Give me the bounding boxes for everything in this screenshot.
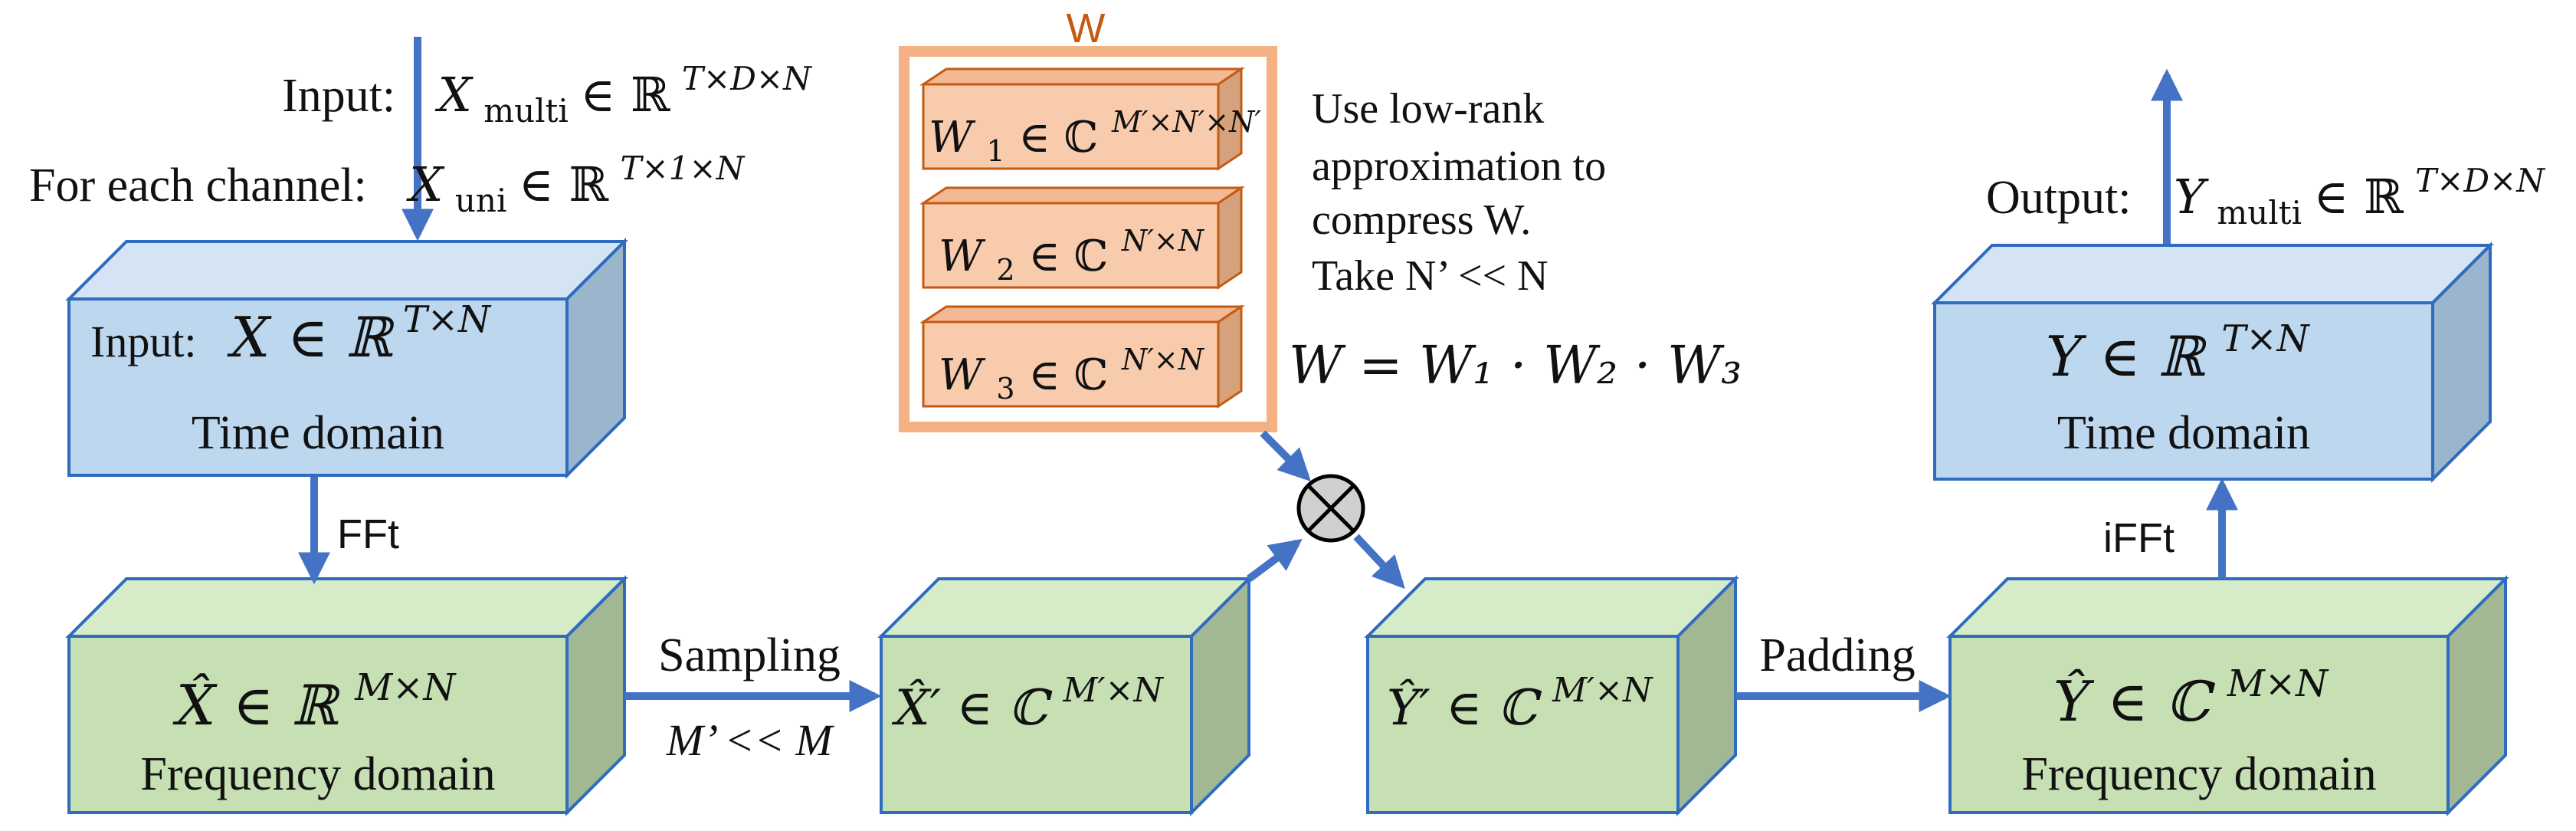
input-power: T×D×N [682,60,812,97]
ifft-label: iFFt [2103,515,2175,561]
box-top-face [1364,577,1739,638]
output-spectrum-small-box [1364,575,1739,816]
sampling-label: Sampling [658,629,841,682]
padding-label: Padding [1759,629,1915,682]
weight-product-equation: W = W₁ · W₂ · W₃ [1289,336,1742,396]
time-input-label: Input: [90,317,197,366]
weight-2-set: ∈ ℂ [1028,232,1108,281]
time-output-power: T×N [2221,317,2310,360]
weight-to-multiply-arrow [1260,430,1311,481]
freq-input-symbol: X̂ ∈ ℝ [172,672,340,737]
note-line-3: compress W. [1312,196,1531,244]
channel-subscript: uni [455,182,507,219]
sampled-spectrum-box [877,575,1253,816]
out-small-power: M′×N [1552,671,1653,710]
channel-set: ∈ ℝ [519,156,609,212]
out-small-equation: Ŷ′ ∈ ℂ M′×N [1387,671,1653,737]
time-output-equation: Y ∈ ℝ T×N [2046,317,2311,389]
box-front-face [1366,635,1680,814]
box-top-face [877,577,1253,638]
freq-input-domain: Frequency domain [140,748,495,800]
weight-3-sub: 3 [996,372,1014,406]
time-input-symbol: X ∈ ℝ [227,305,395,370]
box-front-face [880,635,1193,814]
input-set: ∈ ℝ [580,67,670,123]
multiply-operator [1296,474,1365,543]
freq-input-power: M×N [354,666,457,709]
time-input-domain: Time domain [192,407,444,459]
weight-1-power: M′×N′×N′ [1111,105,1261,139]
time-input-power: T×N [403,298,492,341]
channel-label: For each channel: [29,159,367,212]
weight-3-set: ∈ ℂ [1028,350,1108,400]
input-label: Input: [282,70,395,122]
weight-1-base: W [929,113,976,163]
box-front-face [1933,301,2434,481]
freq-output-power: M×N [2227,662,2329,705]
box-top-face [1931,244,2494,304]
weight-frame [899,46,1277,432]
output-line: Output: Y multi ∈ ℝ T×D×N [1986,162,2545,235]
box-top-face [65,577,628,638]
weight-2-base: W [939,232,986,281]
freq-input-equation: X̂ ∈ ℝ M×N [172,666,457,737]
low-rank-note: Use low-rank approximation to compress W… [1312,85,1617,300]
weight-3-equation: W 3 ∈ ℂ N′×N [939,343,1205,409]
weight-1-equation: W 1 ∈ ℂ M′×N′×N′ [929,105,1261,172]
output-symbol: Y [2174,169,2209,225]
channel-power: T×1×N [621,149,746,187]
box-top-face [65,240,628,301]
freq-output-symbol: Ŷ ∈ ℂ [2053,668,2216,734]
time-domain-input-box [65,238,628,479]
weight-block-3 [919,304,1245,409]
weight-1-sub: 1 [986,134,1005,168]
weight-block-2 [919,186,1245,290]
time-domain-output-box [1931,241,2494,483]
time-output-domain: Time domain [2057,407,2310,459]
weight-frame-title: W [1067,5,1106,51]
input-subscript: multi [483,92,569,130]
time-output-symbol: Y ∈ ℝ [2046,324,2207,389]
output-subscript: multi [2217,194,2302,232]
sampled-power: M′×N [1062,671,1164,710]
box-front-face [67,635,569,814]
frequency-domain-input-box [65,575,628,816]
weight-3-power: N′×N [1121,343,1205,376]
box-front-face [67,297,569,477]
input-line: Input: X multi ∈ ℝ T×D×N [282,60,812,133]
sample-to-multiply-arrow [1247,538,1303,583]
out-small-symbol: Ŷ′ ∈ ℂ [1387,678,1542,737]
sampled-symbol: X̂′ ∈ ℂ [891,679,1053,737]
weight-2-power: N′×N [1121,224,1205,258]
box-front-face [1948,635,2450,814]
multiply-to-output-arrow [1353,534,1405,590]
sampling-condition: M’ << M [666,715,834,765]
note-line-4: Take N’ << N [1312,252,1549,300]
channel-symbol: X [406,156,445,212]
box-top-face [1946,577,2509,638]
sampled-equation: X̂′ ∈ ℂ M′×N [891,671,1164,737]
output-label: Output: [1986,172,2131,224]
frequency-domain-output-box [1946,575,2509,816]
weight-2-equation: W 2 ∈ ℂ N′×N [939,224,1205,291]
weight-3-base: W [939,350,986,400]
freq-output-domain: Frequency domain [2021,748,2376,800]
weight-block-1 [919,67,1245,171]
input-symbol: X [435,67,474,123]
output-set: ∈ ℝ [2314,169,2404,225]
weight-1-set: ∈ ℂ [1018,113,1098,163]
note-line-2: approximation to [1312,143,1606,190]
fft-label: FFt [337,511,399,557]
freq-output-equation: Ŷ ∈ ℂ M×N [2053,662,2329,734]
channel-line: For each channel: X uni ∈ ℝ T×1×N [29,149,746,222]
weight-2-sub: 2 [996,253,1014,287]
time-input-equation: Input: X ∈ ℝ T×N [90,298,492,370]
arrows [298,37,2238,712]
output-power: T×D×N [2415,162,2545,199]
note-line-1: Use low-rank [1312,85,1544,133]
